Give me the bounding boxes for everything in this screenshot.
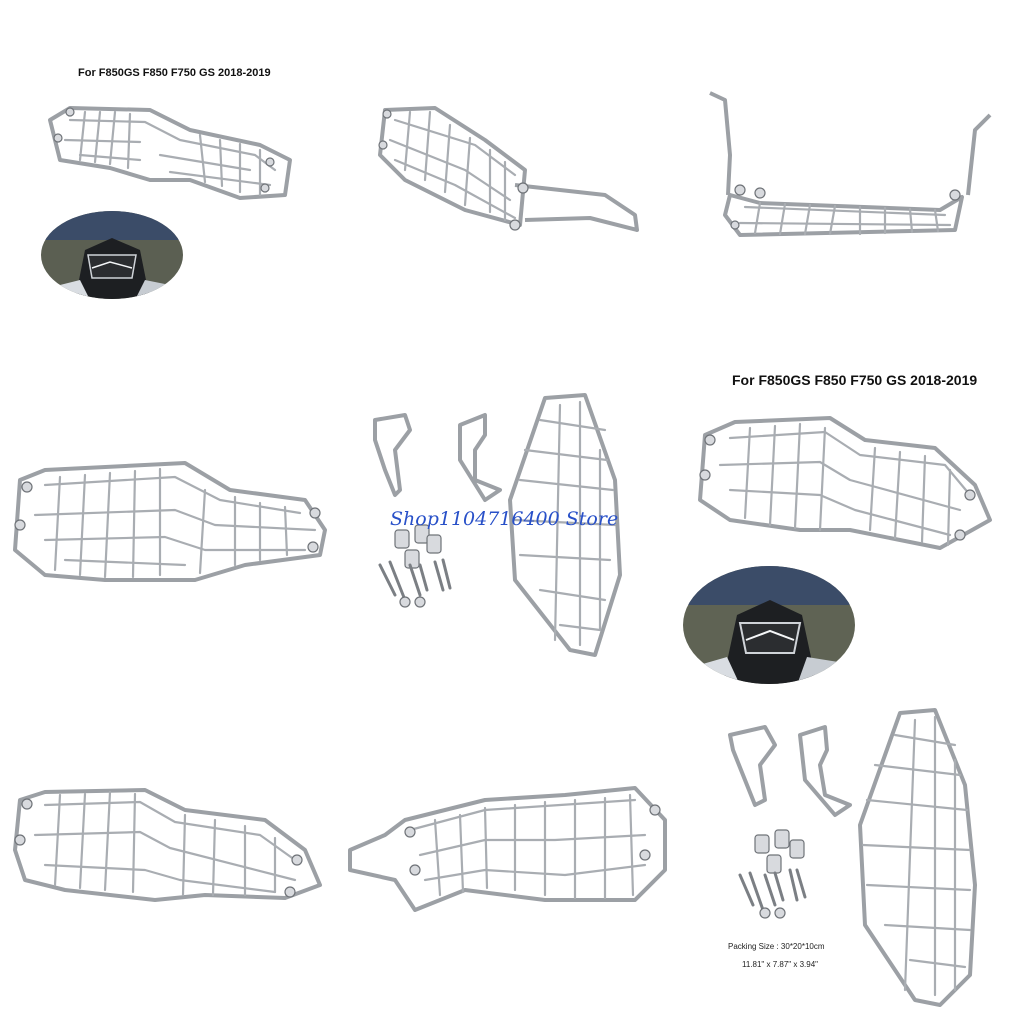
motorcycle-headlight-photo: [40, 210, 185, 300]
headlight-guard-photo-repeat: [690, 400, 1010, 560]
headlight-guard-back-photo: [345, 780, 675, 920]
mounting-kit-photo: [365, 390, 645, 665]
headlight-guard-angle-photo: [5, 780, 330, 915]
packing-size-inches-label: 11.81" x 7.87" x 3.94": [742, 960, 818, 969]
headlight-guard-front-photo: [5, 455, 330, 595]
headlight-guard-photo: [40, 100, 300, 210]
mounting-kit-photo-repeat: [725, 705, 1015, 1010]
motorcycle-headlight-photo-repeat: [682, 565, 857, 685]
store-watermark: Shop1104716400 Store: [390, 508, 619, 530]
product-caption: For F850GS F850 F750 GS 2018-2019: [78, 67, 271, 79]
packing-size-label: Packing Size : 30*20*10cm: [728, 942, 825, 951]
headlight-guard-side-photo: [365, 100, 655, 245]
product-caption-repeat: For F850GS F850 F750 GS 2018-2019: [732, 372, 978, 388]
headlight-guard-bracket-photo: [700, 85, 1000, 255]
